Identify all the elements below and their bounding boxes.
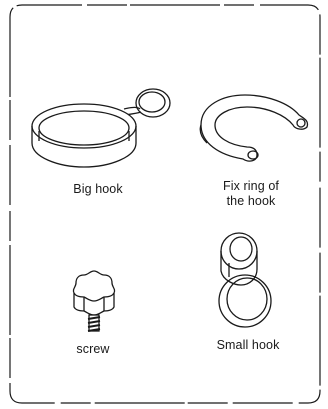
- small-hook-drawing: [213, 229, 278, 333]
- fix-ring-drawing: [193, 85, 318, 175]
- small-hook-label: Small hook: [193, 338, 303, 353]
- parts-panel: Big hook Fix ring of the hook screw Smal…: [8, 3, 323, 405]
- fix-ring-label-line-1: Fix ring of: [196, 179, 306, 194]
- big-hook-label: Big hook: [48, 182, 148, 197]
- screw-label: screw: [43, 342, 143, 357]
- screw-drawing: [64, 267, 124, 337]
- fix-ring-label: Fix ring of the hook: [196, 179, 306, 209]
- fix-ring-label-line-2: the hook: [196, 194, 306, 209]
- big-hook-drawing: [28, 81, 173, 176]
